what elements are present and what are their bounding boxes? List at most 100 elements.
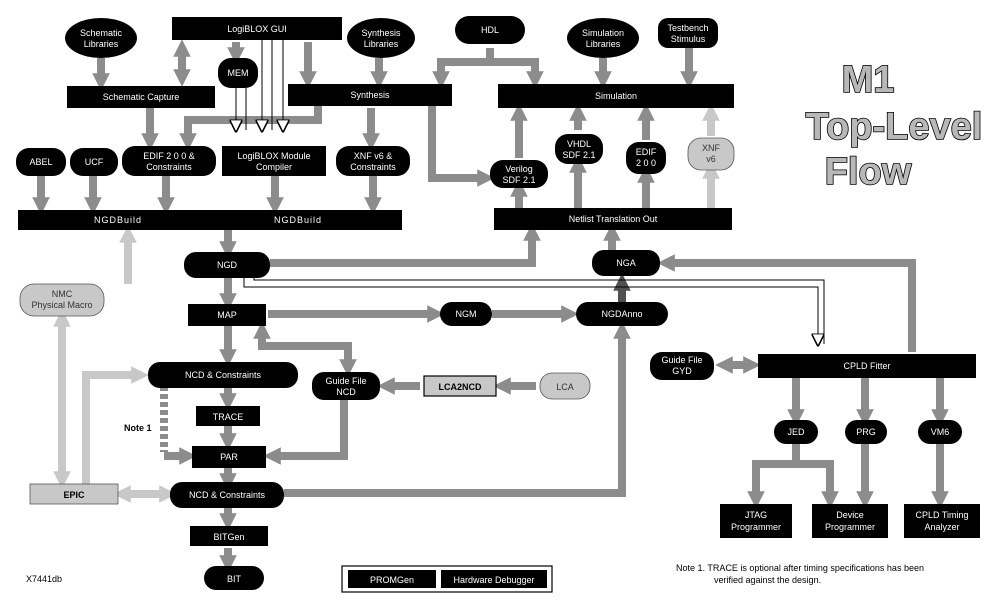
node-schematic-capture: Schematic Capture	[67, 86, 215, 108]
node-guide-file-ncd: Guide File NCD	[312, 372, 380, 400]
node-lca: LCA	[539, 372, 591, 400]
note-1-label: Note 1	[124, 423, 152, 433]
svg-text:NCD: NCD	[336, 387, 356, 397]
svg-text:Synthesis: Synthesis	[350, 90, 390, 100]
arrow-jed-jtag	[747, 444, 800, 509]
node-hdl: HDL	[455, 16, 525, 44]
bit-tools-group: PROMGen Hardware Debugger	[341, 565, 553, 593]
svg-text:verified against the design.: verified against the design.	[714, 575, 821, 585]
arrow-hdl-simulation	[490, 58, 544, 89]
svg-text:MEM: MEM	[228, 68, 249, 78]
svg-text:TRACE: TRACE	[213, 412, 244, 422]
node-ngdbuild: NGDBuild NGDBuild	[18, 210, 402, 230]
svg-text:Compiler: Compiler	[256, 162, 292, 172]
node-ncd-constraints-bottom: NCD & Constraints	[170, 482, 284, 508]
svg-text:UCF: UCF	[85, 157, 104, 167]
svg-text:Note 1. TRACE is optional afte: Note 1. TRACE is optional after timing s…	[676, 563, 924, 573]
svg-text:SDF 2.1: SDF 2.1	[502, 175, 535, 185]
node-map: MAP	[188, 304, 266, 326]
svg-text:Simulation: Simulation	[582, 28, 624, 38]
node-logiblox-gui: LogiBLOX GUI	[172, 17, 342, 40]
node-device-programmer: Device Programmer	[812, 504, 888, 538]
svg-text:M1: M1	[842, 59, 895, 101]
arrow-cpld-nga	[657, 254, 916, 352]
svg-text:BITGen: BITGen	[213, 532, 244, 542]
line-ngd-cpld-1	[243, 272, 818, 344]
node-promgen: PROMGen	[348, 570, 436, 588]
svg-text:Schematic Capture: Schematic Capture	[103, 92, 180, 102]
node-xnf-constraints: XNF v6 & Constraints	[336, 146, 410, 176]
svg-text:NGDBuild: NGDBuild	[94, 215, 142, 225]
svg-text:Netlist Translation Out: Netlist Translation Out	[569, 214, 658, 224]
svg-text:NMC: NMC	[52, 289, 73, 299]
node-bitgen: BITGen	[190, 526, 268, 546]
node-par: PAR	[192, 446, 266, 468]
svg-text:Programmer: Programmer	[825, 522, 875, 532]
svg-text:SDF 2.1: SDF 2.1	[562, 150, 595, 160]
light-connectors	[53, 103, 720, 503]
node-jed: JED	[774, 420, 818, 444]
node-testbench-stimulus: Testbench Stimulus	[658, 18, 718, 48]
svg-text:Programmer: Programmer	[731, 522, 781, 532]
arrow-epic-ncd-top	[82, 366, 149, 484]
svg-text:ABEL: ABEL	[29, 157, 52, 167]
svg-text:Libraries: Libraries	[84, 39, 119, 49]
node-verilog-sdf: Verilog SDF 2.1	[490, 160, 548, 188]
node-logiblox-compiler: LogiBLOX Module Compiler	[222, 146, 326, 176]
svg-text:EPIC: EPIC	[63, 490, 85, 500]
node-guide-file-gyd: Guide File GYD	[650, 352, 714, 380]
node-jtag-programmer: JTAG Programmer	[720, 504, 792, 538]
svg-text:PRG: PRG	[856, 427, 876, 437]
svg-text:LogiBLOX Module: LogiBLOX Module	[237, 151, 310, 161]
node-lca2ncd: LCA2NCD	[423, 375, 497, 397]
figure-code: X7441db	[26, 574, 62, 584]
svg-text:NCD & Constraints: NCD & Constraints	[189, 490, 266, 500]
svg-text:NGA: NGA	[616, 258, 636, 268]
svg-text:JTAG: JTAG	[745, 510, 767, 520]
svg-text:LogiBLOX GUI: LogiBLOX GUI	[227, 24, 287, 34]
svg-text:Constraints: Constraints	[146, 162, 192, 172]
svg-text:Analyzer: Analyzer	[924, 522, 959, 532]
svg-text:PAR: PAR	[220, 452, 238, 462]
node-prg: PRG	[845, 420, 887, 444]
svg-text:Simulation: Simulation	[595, 91, 637, 101]
node-synthesis-libraries: Synthesis Libraries	[347, 18, 415, 58]
node-epic: EPIC	[29, 483, 119, 505]
svg-text:Flow: Flow	[825, 151, 912, 193]
node-simulation: Simulation	[498, 84, 734, 108]
svg-text:NGDAnno: NGDAnno	[601, 309, 642, 319]
node-nga: NGA	[592, 250, 660, 276]
svg-text:Guide File: Guide File	[325, 376, 366, 386]
node-ngd: NGD	[184, 252, 270, 278]
svg-text:Libraries: Libraries	[364, 39, 399, 49]
svg-text:Guide File: Guide File	[661, 355, 702, 365]
node-ucf: UCF	[70, 148, 118, 176]
node-simulation-libraries: Simulation Libraries	[567, 18, 639, 58]
node-ngdanno: NGDAnno	[576, 302, 668, 326]
footnote: Note 1. TRACE is optional after timing s…	[676, 563, 924, 585]
svg-text:Stimulus: Stimulus	[671, 34, 706, 44]
arrow-map-guide	[253, 321, 357, 377]
svg-text:VM6: VM6	[931, 427, 950, 437]
node-bit: BIT	[204, 566, 264, 590]
svg-text:NGDBuild: NGDBuild	[274, 215, 322, 225]
node-cpld-timing-analyzer: CPLD Timing Analyzer	[904, 504, 980, 538]
node-xnf-v6: XNF v6	[687, 137, 735, 171]
node-netlist-translation-out: Netlist Translation Out	[494, 208, 732, 230]
node-ngm: NGM	[440, 302, 492, 326]
arrow-ncd-ngdanno	[284, 321, 631, 497]
svg-text:EDIF 2 0 0 &: EDIF 2 0 0 &	[143, 151, 195, 161]
svg-text:LCA2NCD: LCA2NCD	[438, 382, 482, 392]
svg-text:NGD: NGD	[217, 260, 238, 270]
node-vhdl-sdf: VHDL SDF 2.1	[555, 134, 603, 164]
svg-text:MAP: MAP	[217, 310, 237, 320]
svg-text:Schematic: Schematic	[80, 28, 123, 38]
node-mem: MEM	[218, 58, 258, 88]
diagram-title: M1 Top-Level Flow	[805, 58, 983, 194]
svg-text:CPLD Fitter: CPLD Fitter	[843, 361, 890, 371]
svg-text:Top-Level: Top-Level	[806, 106, 983, 148]
node-nmc-physical-macro: NMC Physical Macro	[19, 283, 105, 317]
svg-text:XNF v6 &: XNF v6 &	[354, 151, 393, 161]
node-vm6: VM6	[918, 420, 962, 444]
